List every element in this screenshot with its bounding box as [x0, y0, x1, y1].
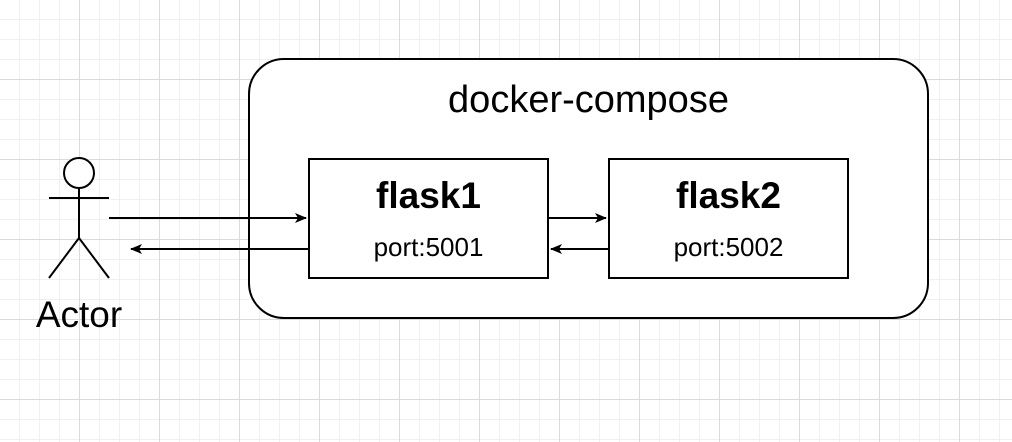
- service-port: port:5001: [373, 232, 484, 262]
- actor-label: Actor: [35, 294, 123, 335]
- container-title: docker-compose: [448, 79, 729, 121]
- service-name: flask2: [676, 175, 781, 216]
- actor-left-leg: [48, 237, 80, 279]
- service-port: port:5002: [673, 232, 784, 262]
- service-box-flask2: flask2 port:5002: [608, 158, 849, 279]
- actor-head: [63, 157, 95, 189]
- stick-figure-icon: [48, 157, 110, 279]
- actor-right-leg: [78, 237, 110, 279]
- service-name: flask1: [376, 175, 481, 216]
- service-box-flask1: flask1 port:5001: [308, 158, 549, 279]
